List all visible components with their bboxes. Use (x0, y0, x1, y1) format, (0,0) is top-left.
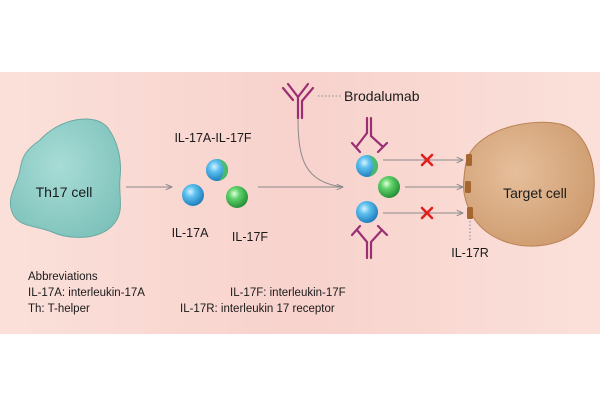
antibody-bottom-icon (350, 224, 389, 260)
bound-il17a-top-green-half (367, 155, 378, 177)
il17f-sphere (226, 186, 248, 208)
abbr-il17r: IL-17R: interleukin 17 receptor (180, 303, 335, 315)
abbr-th: Th: T-helper (28, 303, 90, 315)
heterodimer-green-half (217, 159, 228, 181)
target-cell (463, 121, 595, 247)
brodalumab-antibody-icon (281, 82, 315, 120)
il17r-receptor-bottom (467, 207, 473, 219)
il17f-label: IL-17F (232, 230, 268, 244)
il17r-receptor-top (466, 154, 472, 166)
brodalumab-arrow (297, 117, 344, 188)
abbr-il17f: IL-17F: interleukin-17F (230, 287, 346, 299)
il17a-sphere (182, 184, 204, 206)
block-x-icon-top (420, 153, 434, 167)
bound-il17a-bottom (356, 201, 378, 223)
th17-cell (9, 118, 121, 238)
il17a-label: IL-17A (172, 226, 209, 240)
abbreviations-heading: Abbreviations (28, 271, 98, 283)
target-cell-label: Target cell (503, 185, 567, 201)
il17f-free (378, 176, 400, 198)
il17r-label: IL-17R (451, 246, 489, 260)
il17r-receptor-middle (465, 181, 471, 193)
th17-cell-label: Th17 cell (36, 184, 93, 200)
antibody-top-icon (350, 116, 389, 154)
heterodimer-label: IL-17A-IL-17F (174, 131, 251, 145)
abbr-il17a: IL-17A: interleukin-17A (28, 287, 145, 299)
brodalumab-label: Brodalumab (344, 88, 420, 104)
block-x-icon-bottom (420, 206, 434, 220)
